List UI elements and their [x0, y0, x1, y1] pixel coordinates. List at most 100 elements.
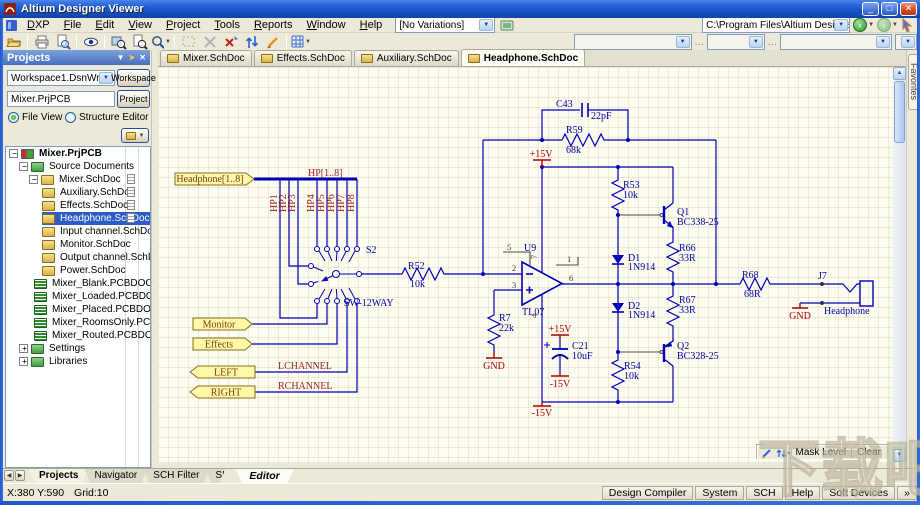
designator[interactable]: R7: [499, 313, 511, 324]
designator[interactable]: R54: [624, 361, 641, 372]
forward-dropdown-icon[interactable]: ▼: [892, 22, 898, 28]
designator[interactable]: R68: [742, 270, 759, 281]
structure-editor-radio[interactable]: Structure Editor: [65, 112, 148, 123]
tree-item-mixer-loaded-pcbdoc[interactable]: Mixer_Loaded.PCBDOC: [6, 290, 150, 303]
designator[interactable]: R59: [566, 125, 583, 136]
tree-item-settings[interactable]: Settings: [6, 342, 150, 355]
part-type[interactable]: BC338-25: [677, 217, 719, 228]
panel-options-button[interactable]: ▼: [121, 128, 149, 143]
chevron-down-icon[interactable]: ▼: [834, 19, 849, 31]
variations-combo[interactable]: [No Variations] ▼: [395, 17, 496, 33]
designator[interactable]: Q1: [677, 207, 689, 218]
filter-combo-3[interactable]: ▼: [780, 33, 892, 50]
sch-button[interactable]: SCH: [746, 485, 783, 500]
scrollbar-thumb[interactable]: [894, 81, 905, 143]
tree-item-effects-schdoc[interactable]: Effects.SchDoc: [6, 199, 150, 212]
grid-button[interactable]: ▼: [290, 33, 311, 50]
tree-item-mixer-routed-pcbdoc[interactable]: Mixer_Routed.PCBDOC: [6, 329, 150, 342]
part-value[interactable]: 22k: [499, 323, 514, 334]
power-label[interactable]: -15V: [550, 379, 571, 390]
tab-scroll-left-icon[interactable]: ◀: [4, 470, 14, 481]
filter-combo-1[interactable]: ▼: [573, 33, 692, 50]
tree-item-monitor-schdoc[interactable]: Monitor.SchDoc: [6, 238, 150, 251]
tab-projects[interactable]: Projects: [29, 469, 88, 483]
mask-level-button[interactable]: Mask Level: [795, 447, 847, 458]
tree-item-source-documents[interactable]: Source Documents: [6, 160, 150, 173]
switch-s2[interactable]: [308, 246, 362, 304]
chevron-down-icon[interactable]: ▼: [99, 72, 113, 84]
tab-navigator[interactable]: Navigator: [84, 469, 147, 483]
project-button[interactable]: Project: [117, 90, 150, 108]
tab-sch-filter[interactable]: SCH Filter: [143, 469, 209, 483]
tab-auxiliary-schdoc[interactable]: Auxiliary.SchDoc: [353, 50, 459, 66]
system-button[interactable]: System: [695, 485, 745, 500]
clear-selection-button[interactable]: [220, 33, 241, 50]
port-label[interactable]: Monitor: [203, 320, 236, 331]
zoom-document-button[interactable]: [129, 33, 150, 50]
more-panels-button[interactable]: »: [897, 485, 917, 500]
net-label[interactable]: HP4: [306, 194, 317, 212]
opamp-u9[interactable]: [521, 260, 564, 307]
designator[interactable]: J7: [818, 271, 827, 282]
port-label[interactable]: Effects: [205, 340, 233, 351]
net-label[interactable]: HP3: [287, 194, 298, 212]
pen-icon[interactable]: [761, 447, 775, 459]
part-value[interactable]: 33R: [679, 305, 696, 316]
variant-icon[interactable]: [499, 18, 515, 32]
power-label[interactable]: -15V: [532, 408, 553, 419]
part-value[interactable]: 68k: [566, 145, 581, 156]
power-label[interactable]: GND: [483, 361, 505, 372]
menu-reports[interactable]: Reports: [253, 19, 293, 31]
path-combo[interactable]: C:\Program Files\Altium Designer Sumr ▼: [702, 17, 851, 33]
port-left[interactable]: [189, 365, 256, 379]
designator[interactable]: C21: [572, 341, 589, 352]
cross-probe-button[interactable]: [241, 33, 262, 50]
designator[interactable]: R67: [679, 295, 696, 306]
scroll-up-icon[interactable]: ▲: [893, 67, 906, 80]
move-selection-button[interactable]: [199, 33, 220, 50]
expander-icon[interactable]: [19, 162, 29, 171]
file-view-radio[interactable]: File View: [8, 112, 62, 123]
ports[interactable]: [174, 172, 256, 399]
tab-effects-schdoc[interactable]: Effects.SchDoc: [253, 50, 352, 66]
designator[interactable]: D2: [628, 301, 640, 312]
port-label[interactable]: LEFT: [214, 368, 238, 379]
pin-icon[interactable]: ➤: [128, 53, 136, 62]
net-label[interactable]: LCHANNEL: [278, 361, 332, 372]
port-label[interactable]: Headphone[1..8]: [176, 174, 243, 185]
print-button[interactable]: [31, 33, 52, 50]
design-compiler-button[interactable]: Design Compiler: [601, 485, 694, 500]
tree-item-power-schdoc[interactable]: Power.SchDoc: [6, 264, 150, 277]
expander-icon[interactable]: [19, 357, 29, 366]
forward-button[interactable]: ›: [877, 18, 892, 32]
menu-edit[interactable]: Edit: [95, 19, 115, 31]
tree-item-mixer-placed-pcbdoc[interactable]: Mixer_Placed.PCBDOC: [6, 303, 150, 316]
maximize-button[interactable]: □: [881, 2, 898, 16]
open-button[interactable]: [3, 33, 24, 50]
menu-project[interactable]: Project: [166, 19, 201, 31]
workspace-button[interactable]: Workspace: [111, 69, 156, 87]
net-label[interactable]: HP6: [326, 194, 337, 212]
power-label[interactable]: +15V: [530, 149, 554, 160]
power-label[interactable]: GND: [789, 311, 811, 322]
tab-favorites[interactable]: Favorites: [908, 54, 919, 110]
zoom-area-button[interactable]: [108, 33, 129, 50]
net-label[interactable]: HP[1..8]: [308, 168, 342, 179]
scroll-down-icon[interactable]: ▼: [893, 449, 906, 462]
tree-item-mixer-roomsonly-pcbdoc[interactable]: Mixer_RoomsOnly.PCBDOC: [6, 316, 150, 329]
print-preview-button[interactable]: [52, 33, 73, 50]
view-button[interactable]: [80, 33, 101, 50]
menu-dxp[interactable]: DXP: [27, 19, 50, 31]
expander-icon[interactable]: [29, 175, 39, 184]
net-label[interactable]: HP8: [346, 194, 357, 212]
net-label[interactable]: HP1: [269, 194, 280, 212]
port-label[interactable]: RIGHT: [211, 388, 242, 399]
menu-tools[interactable]: Tools: [214, 19, 240, 31]
part-value[interactable]: 22pF: [591, 111, 612, 122]
panel-menu-icon[interactable]: ▼: [116, 53, 125, 62]
chevron-down-icon[interactable]: ▼: [479, 19, 494, 31]
part-type[interactable]: 1N914: [628, 310, 655, 321]
expander-icon[interactable]: [9, 149, 19, 158]
part-label[interactable]: Headphone: [824, 306, 870, 317]
select-area-button[interactable]: [178, 33, 199, 50]
